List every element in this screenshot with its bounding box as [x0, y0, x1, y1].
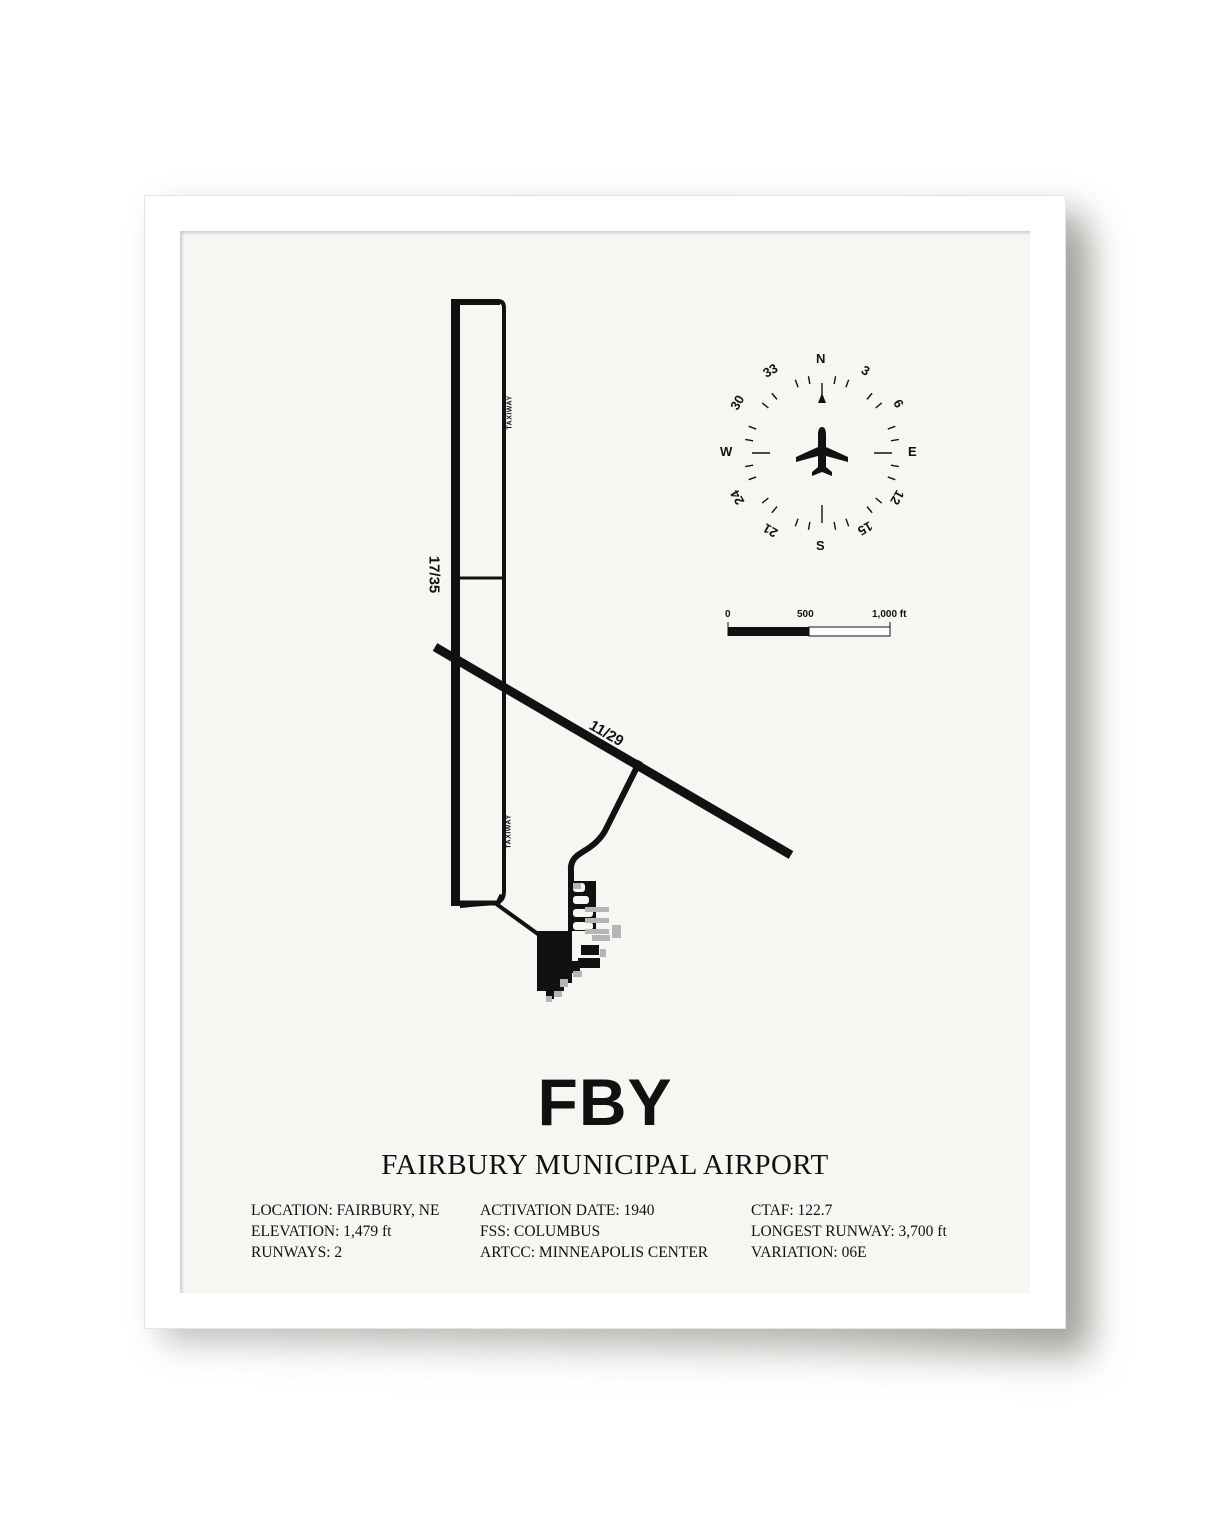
compass-tick: [745, 464, 754, 468]
scale-bar-black: [728, 627, 809, 636]
building-gray-2: [585, 907, 609, 912]
info-activation-date: ACTIVATION DATE: 1940: [480, 1202, 655, 1219]
north-arrow-icon: [818, 393, 826, 403]
info-column-1: LOCATION: FAIRBURY, NE ELEVATION: 1,479 …: [251, 1200, 439, 1263]
compass-tick: [771, 506, 778, 514]
building-gray-9: [560, 979, 568, 987]
compass-tick: [875, 402, 883, 409]
scale-label-1000: 1,000 ft: [872, 609, 907, 620]
taxiway-to-apron: [567, 759, 643, 881]
building-gray-1: [573, 883, 581, 889]
airport-diagram: [432, 299, 899, 1002]
building-gray-3: [585, 918, 609, 923]
building-gray-11: [546, 996, 552, 1002]
taxiway-south-link: [493, 901, 544, 939]
info-artcc: ARTCC: MINNEAPOLIS CENTER: [480, 1244, 709, 1261]
compass-tick: [845, 518, 850, 527]
compass-tick: [887, 476, 896, 481]
compass-tick: [748, 425, 757, 430]
building-black-1: [581, 945, 599, 955]
info-column-3: CTAF: 122.7 LONGEST RUNWAY: 3,700 ft VAR…: [751, 1200, 947, 1263]
compass-tick: [745, 438, 754, 442]
taxiway-connector-south: [458, 893, 505, 906]
taxiway-label-north: TAXIWAY: [506, 395, 514, 430]
info-ctaf: CTAF: 122.7: [751, 1202, 833, 1219]
building-gray-4: [585, 929, 609, 934]
airport-name: FAIRBURY MUNICIPAL AIRPORT: [381, 1149, 829, 1181]
airplane-icon: [796, 427, 848, 476]
compass-rose: [745, 376, 899, 530]
info-fss: FSS: COLUMBUS: [480, 1223, 601, 1240]
compass-tick: [866, 392, 873, 400]
compass-tick: [807, 376, 811, 385]
compass-tick: [748, 476, 757, 481]
compass-tick: [807, 521, 811, 530]
building-gray-10: [554, 991, 562, 997]
info-column-2: ACTIVATION DATE: 1940 FSS: COLUMBUS ARTC…: [480, 1200, 708, 1263]
runway-11-29: [432, 643, 794, 859]
scale-label-500: 500: [797, 609, 814, 620]
runway-label-17-35: 17/35: [425, 555, 443, 594]
info-variation: VARIATION: 06E: [751, 1244, 867, 1261]
compass-tick: [833, 521, 837, 530]
building-gray-7: [600, 949, 606, 957]
compass-w: W: [720, 444, 733, 459]
compass-tick: [761, 402, 769, 409]
compass-tick: [794, 379, 799, 388]
compass-tick: [866, 506, 873, 514]
compass-tick: [845, 379, 850, 388]
info-runways: RUNWAYS: 2: [251, 1244, 343, 1261]
main-apron: [537, 931, 580, 999]
building-gray-5: [612, 925, 621, 938]
hangar-2: [573, 896, 589, 904]
building-black-2: [578, 958, 600, 968]
compass-n: N: [816, 351, 826, 366]
hangar-4: [573, 922, 593, 930]
compass-tick: [833, 376, 837, 385]
compass-tick: [890, 464, 899, 468]
picture-frame: 17/35 11/29 TAXIWAY TAXIWAY N E S W 3 6 …: [144, 195, 1066, 1329]
info-location: LOCATION: FAIRBURY, NE: [251, 1202, 440, 1219]
info-longest-runway: LONGEST RUNWAY: 3,700 ft: [751, 1223, 947, 1240]
compass-tick: [887, 425, 896, 430]
building-gray-6: [592, 935, 610, 941]
compass-tick: [771, 392, 778, 400]
scale-bar-white: [808, 626, 891, 637]
poster-mat: 17/35 11/29 TAXIWAY TAXIWAY N E S W 3 6 …: [180, 231, 1030, 1293]
airport-poster: 17/35 11/29 TAXIWAY TAXIWAY N E S W 3 6 …: [180, 231, 1030, 1293]
airport-code: FBY: [537, 1065, 673, 1139]
compass-tick: [761, 497, 769, 504]
scale-label-0: 0: [725, 609, 731, 620]
compass-s: S: [816, 538, 825, 553]
compass-e: E: [908, 444, 917, 459]
compass-tick: [890, 438, 899, 442]
compass-tick: [875, 497, 883, 504]
taxiway-label-south: TAXIWAY: [505, 814, 513, 849]
compass-tick: [794, 518, 799, 527]
building-gray-8: [573, 971, 582, 977]
runway-17-35: [451, 301, 460, 906]
info-elevation: ELEVATION: 1,479 ft: [251, 1223, 392, 1240]
